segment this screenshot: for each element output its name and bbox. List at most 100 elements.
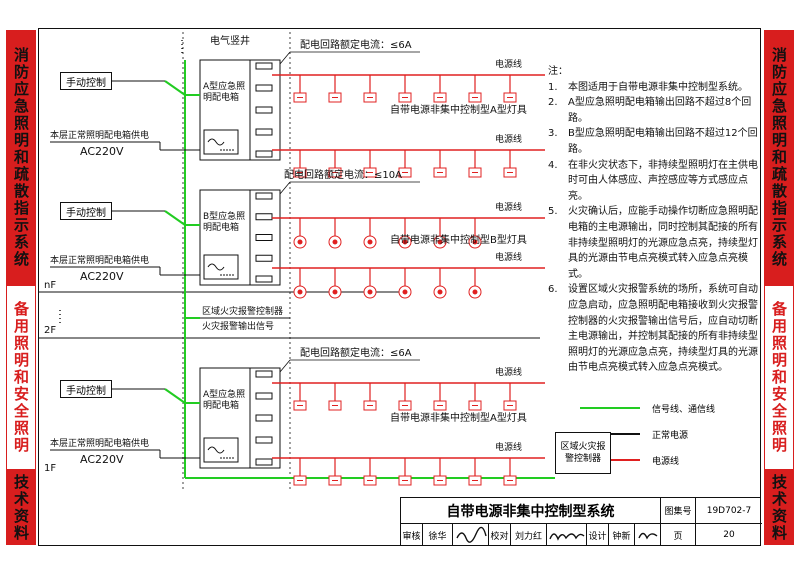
manual-signal-line <box>164 80 186 96</box>
page-label: 页 <box>661 524 696 546</box>
reviewer-signature <box>453 524 489 546</box>
sidebar-band-emergency: 消防应急照明和疏散指示系统 <box>764 30 794 285</box>
terminal-slot <box>255 234 273 241</box>
power-line-label: 电源线 <box>495 253 523 263</box>
fixture-b-center <box>402 289 408 295</box>
note-item: 3.B型应急照明配电箱输出回路不超过12个回路。 <box>548 126 760 157</box>
note-text: A型应急照明配电箱输出回路不超过8个回路。 <box>568 97 752 124</box>
normal-supply-label: 本层正常照明配电箱供电 <box>50 256 150 266</box>
sidebar-band-label: 消防应急照明和疏散指示系统 <box>770 47 788 268</box>
sidebar-band-tech: 技术资料 <box>764 470 794 545</box>
floor-2f-label: 2F <box>44 325 57 336</box>
designer-name: 钟新 <box>609 524 635 546</box>
note-item: 2. A型应急照明配电箱输出回路不超过8个回路。 <box>548 95 760 126</box>
right-sidebar: 消防应急照明和疏散指示系统 备用照明和安全照明 技术资料 <box>764 30 794 545</box>
notes-list: 1.本图适用于自带电源非集中控制型系统。2. A型应急照明配电箱输出回路不超过8个… <box>548 80 760 376</box>
terminal-slot <box>255 128 273 136</box>
power-line-label: 电源线 <box>495 203 523 213</box>
atlas-label: 图集号 <box>661 498 696 524</box>
notes-title: 注： <box>548 66 568 77</box>
note-item: 1.本图适用于自带电源非集中控制型系统。 <box>548 80 760 96</box>
drawing-frame <box>38 28 761 546</box>
sine-wave-icon <box>207 446 225 454</box>
rated-current-leader <box>279 51 291 65</box>
alarm-output-label: 火灾报警输出信号 <box>202 322 275 332</box>
manual-control-box: 手动控制 <box>60 380 112 398</box>
power-line-label: 电源线 <box>495 443 523 453</box>
fixture-b-center <box>472 289 478 295</box>
note-item: 5. 火灾确认后，应能手动操作切断应急照明配电箱的主电源输出，同时控制其配接的所有… <box>548 204 760 282</box>
manual-control-label: 手动控制 <box>66 207 106 219</box>
terminal-slot <box>255 275 273 283</box>
rated-current-leader <box>279 181 291 195</box>
fixture-b-center <box>332 239 338 245</box>
voltage-label: AC220V <box>80 270 124 283</box>
fixture-b-center <box>297 289 303 295</box>
shaft-label: 电气竖井 <box>210 36 250 47</box>
designer-signature <box>635 524 661 546</box>
floor-label: 1F <box>44 463 57 474</box>
note-text: 火灾确认后，应能手动操作切断应急照明配电箱的主电源输出，同时控制其配接的所有非持… <box>568 206 758 280</box>
fixture-b-center <box>402 239 408 245</box>
terminal-slot <box>255 84 273 92</box>
sidebar-band-tech: 技术资料 <box>6 470 36 545</box>
fixture-type-label: 自带电源非集中控制型A型灯具 <box>390 412 527 424</box>
sine-wave-icon <box>207 138 225 146</box>
manual-control-box: 手动控制 <box>60 72 112 90</box>
sidebar-band-label: 技术资料 <box>770 473 788 542</box>
note-number: 2. <box>548 97 558 109</box>
drawing-title: 自带电源非集中控制型系统 <box>401 498 661 524</box>
note-number: 5. <box>548 206 558 218</box>
sine-wave-icon <box>207 263 225 271</box>
left-sidebar: 消防应急照明和疏散指示系统 备用照明和安全照明 技术资料 <box>6 30 36 545</box>
note-text: 在非火灾状态下，非持续型照明灯在主供电时可由人体感应、声控感应等方式感应点亮。 <box>568 159 758 202</box>
terminal-slot <box>255 62 273 70</box>
check-label: 校对 <box>489 524 511 546</box>
terminal-slot <box>255 192 273 200</box>
manual-control-label: 手动控制 <box>66 385 106 397</box>
terminal-slot <box>255 414 273 422</box>
rated-current-label: 配电回路额定电流：≤6A <box>300 348 412 359</box>
voltage-label: AC220V <box>80 453 124 466</box>
checker-signature <box>547 524 587 546</box>
terminal-slot <box>255 392 273 400</box>
fixture-b-center <box>367 239 373 245</box>
panel-label: B型应急照明配电箱 <box>203 212 246 233</box>
terminal-slot <box>255 370 273 378</box>
sidebar-band-label: 备用照明和安全照明 <box>770 301 788 454</box>
rated-current-label: 配电回路额定电流：≤10A <box>284 170 402 181</box>
rated-current-label: 配电回路额定电流：≤6A <box>300 40 412 51</box>
fixture-b-center <box>437 239 443 245</box>
floor-label: nF <box>44 280 57 291</box>
sidebar-band-label: 消防应急照明和疏散指示系统 <box>12 47 30 268</box>
note-number: 1. <box>548 81 558 93</box>
manual-signal-line <box>164 388 186 404</box>
notes-block: 注： 1.本图适用于自带电源非集中控制型系统。2. A型应急照明配电箱输出回路不超… <box>548 64 760 376</box>
sidebar-band-emergency: 消防应急照明和疏散指示系统 <box>6 30 36 285</box>
sidebar-band-label: 备用照明和安全照明 <box>12 301 30 454</box>
voltage-label: AC220V <box>80 145 124 158</box>
normal-supply-label: 本层正常照明配电箱供电 <box>50 439 150 449</box>
note-number: 4. <box>548 159 558 171</box>
power-line-label: 电源线 <box>495 368 523 378</box>
terminal-slot <box>255 106 273 114</box>
panel-label: A型应急照明配电箱 <box>203 82 246 103</box>
terminal-slot <box>255 436 273 444</box>
checker-name: 刘力红 <box>511 524 547 546</box>
terminal-slot <box>255 254 273 262</box>
design-label: 设计 <box>587 524 609 546</box>
manual-control-box: 手动控制 <box>60 202 112 220</box>
sidebar-band-backup: 备用照明和安全照明 <box>764 285 794 470</box>
fixture-type-label: 自带电源非集中控制型B型灯具 <box>390 235 527 246</box>
terminal-slot <box>255 213 273 221</box>
note-text: B型应急照明配电箱输出回路不超过12个回路。 <box>568 128 758 155</box>
sidebar-band-label: 技术资料 <box>12 473 30 542</box>
legend-label: 正常电源 <box>652 431 689 441</box>
fixture-b-center <box>297 239 303 245</box>
normal-supply-label: 本层正常照明配电箱供电 <box>50 131 150 141</box>
sidebar-band-backup: 备用照明和安全照明 <box>6 285 36 470</box>
fixture-b-center <box>472 239 478 245</box>
fixture-b-center <box>367 289 373 295</box>
terminal-slot <box>255 458 273 466</box>
